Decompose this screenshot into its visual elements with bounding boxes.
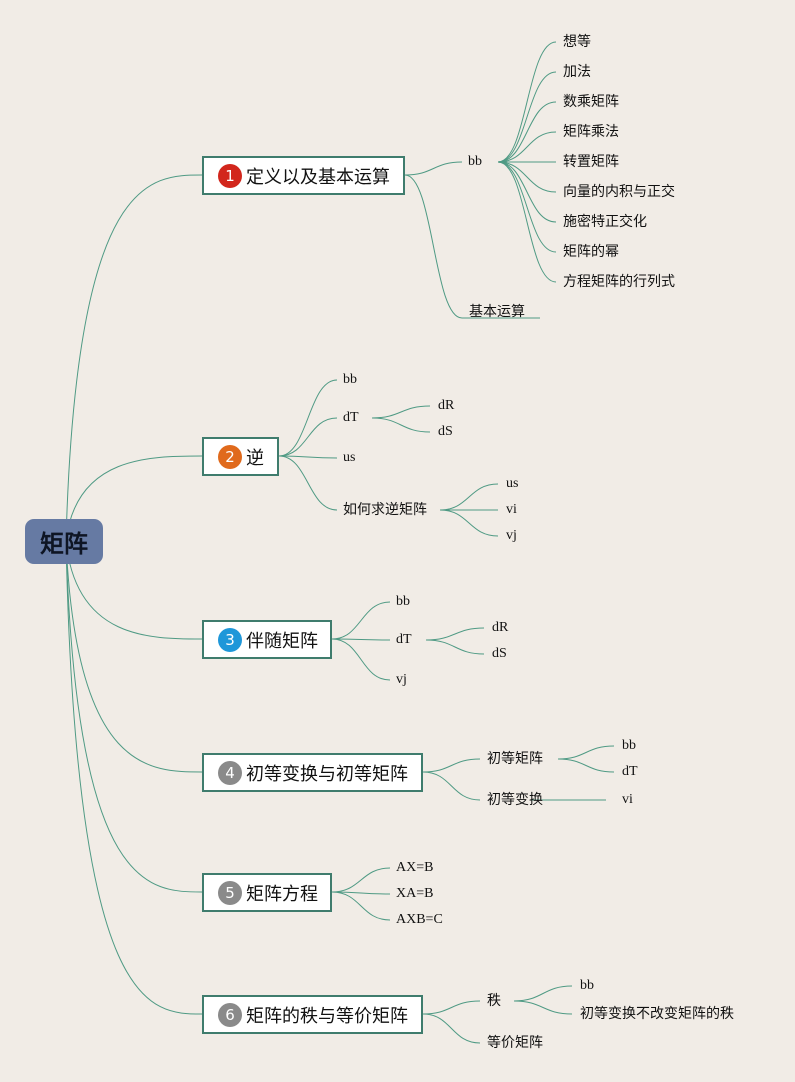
connector-line <box>331 638 391 681</box>
connector-line <box>331 891 391 921</box>
connector-line <box>331 867 391 893</box>
connector-line <box>404 174 540 319</box>
connector-line <box>497 161 557 193</box>
node-item[interactable]: 方程矩阵的行列式 <box>563 274 675 290</box>
branch-label: 矩阵的秩与等价矩阵 <box>246 1005 408 1027</box>
connector-line <box>557 758 615 773</box>
connector-line <box>404 161 463 176</box>
connector-line <box>65 455 203 542</box>
node-item[interactable]: 数乘矩阵 <box>563 94 619 110</box>
root-node[interactable]: 矩阵 <box>25 519 103 564</box>
connector-line <box>331 638 391 641</box>
node-equivalent-matrix[interactable]: 等价矩阵 <box>487 1035 543 1051</box>
node-equation[interactable]: AXB=C <box>396 912 443 927</box>
node-dS[interactable]: dS <box>438 424 453 439</box>
connector-line <box>278 417 338 457</box>
connector-line <box>65 540 203 1015</box>
node-item[interactable]: vi <box>506 502 517 517</box>
node-vj[interactable]: vj <box>396 672 407 687</box>
connector-line <box>278 379 338 457</box>
branch-definition[interactable]: 1 定义以及基本运算 <box>202 156 405 195</box>
connector-line <box>439 483 499 511</box>
node-equation[interactable]: AX=B <box>396 860 434 875</box>
branch-matrix-equation[interactable]: 5 矩阵方程 <box>202 873 332 912</box>
connector-line <box>497 71 557 163</box>
node-vi[interactable]: vi <box>622 792 633 807</box>
connector-line <box>425 639 485 655</box>
connector-line <box>497 161 557 253</box>
connector-line <box>422 758 481 773</box>
connector-line <box>278 455 338 459</box>
node-how-inverse[interactable]: 如何求逆矩阵 <box>343 502 427 518</box>
node-item[interactable]: 加法 <box>563 64 591 80</box>
node-bb[interactable]: bb <box>396 594 410 609</box>
node-us[interactable]: us <box>343 450 356 465</box>
node-item[interactable]: us <box>506 476 519 491</box>
connector-line <box>65 540 203 893</box>
connector-line <box>65 174 203 542</box>
connector-line <box>65 540 203 773</box>
connector-line <box>65 540 203 640</box>
connector-line <box>422 1000 481 1015</box>
node-dT[interactable]: dT <box>343 410 359 425</box>
node-dR[interactable]: dR <box>438 398 455 413</box>
node-item[interactable]: 矩阵的幂 <box>563 244 619 260</box>
connector-line <box>278 455 338 511</box>
node-bb[interactable]: bb <box>343 372 357 387</box>
connector-line <box>422 1013 481 1044</box>
connector-line <box>513 985 573 1002</box>
connector-line <box>497 101 557 163</box>
number-badge-5: 5 <box>218 880 242 905</box>
branch-label: 初等变换与初等矩阵 <box>246 763 408 785</box>
node-equation[interactable]: XA=B <box>396 886 434 901</box>
connector-line <box>439 509 499 537</box>
node-dT[interactable]: dT <box>396 632 412 647</box>
node-bb[interactable]: bb <box>580 978 594 993</box>
node-item[interactable]: 施密特正交化 <box>563 214 647 230</box>
connector-line <box>425 627 485 641</box>
branch-adjugate[interactable]: 3 伴随矩阵 <box>202 620 332 659</box>
connector-line <box>497 131 557 163</box>
number-badge-4: 4 <box>218 760 242 785</box>
connector-line <box>497 41 557 163</box>
branch-label: 矩阵方程 <box>246 883 318 905</box>
node-rank[interactable]: 秩 <box>487 993 501 1009</box>
node-basic-ops[interactable]: 基本运算 <box>469 304 525 320</box>
root-label: 矩阵 <box>40 530 88 558</box>
connector-line <box>371 417 431 433</box>
node-item[interactable]: 转置矩阵 <box>563 154 619 170</box>
connector-line <box>422 771 481 801</box>
branch-label: 定义以及基本运算 <box>246 166 390 188</box>
node-bb[interactable]: bb <box>622 738 636 753</box>
node-item[interactable]: 想等 <box>563 34 591 50</box>
number-badge-6: 6 <box>218 1002 242 1027</box>
node-item[interactable]: 矩阵乘法 <box>563 124 619 140</box>
node-rank-invariance[interactable]: 初等变换不改变矩阵的秩 <box>580 1006 734 1022</box>
branch-rank[interactable]: 6 矩阵的秩与等价矩阵 <box>202 995 423 1034</box>
node-dT[interactable]: dT <box>622 764 638 779</box>
node-item[interactable]: vj <box>506 528 517 543</box>
connector-line <box>497 161 557 223</box>
branch-elementary[interactable]: 4 初等变换与初等矩阵 <box>202 753 423 792</box>
node-item[interactable]: 向量的内积与正交 <box>563 184 675 200</box>
connector-line <box>371 405 431 419</box>
connector-line <box>513 1000 573 1015</box>
branch-inverse[interactable]: 2 逆 <box>202 437 279 476</box>
node-elementary-transform[interactable]: 初等变换 <box>487 792 543 808</box>
number-badge-1: 1 <box>218 163 242 188</box>
number-badge-3: 3 <box>218 627 242 652</box>
number-badge-2: 2 <box>218 444 242 469</box>
node-elementary-matrix[interactable]: 初等矩阵 <box>487 751 543 767</box>
node-dR[interactable]: dR <box>492 620 509 635</box>
connector-line <box>557 745 615 760</box>
node-bb[interactable]: bb <box>468 154 482 169</box>
node-dS[interactable]: dS <box>492 646 507 661</box>
branch-label: 逆 <box>246 447 264 469</box>
connector-line <box>331 601 391 640</box>
connector-line <box>497 161 557 283</box>
branch-label: 伴随矩阵 <box>246 630 318 652</box>
